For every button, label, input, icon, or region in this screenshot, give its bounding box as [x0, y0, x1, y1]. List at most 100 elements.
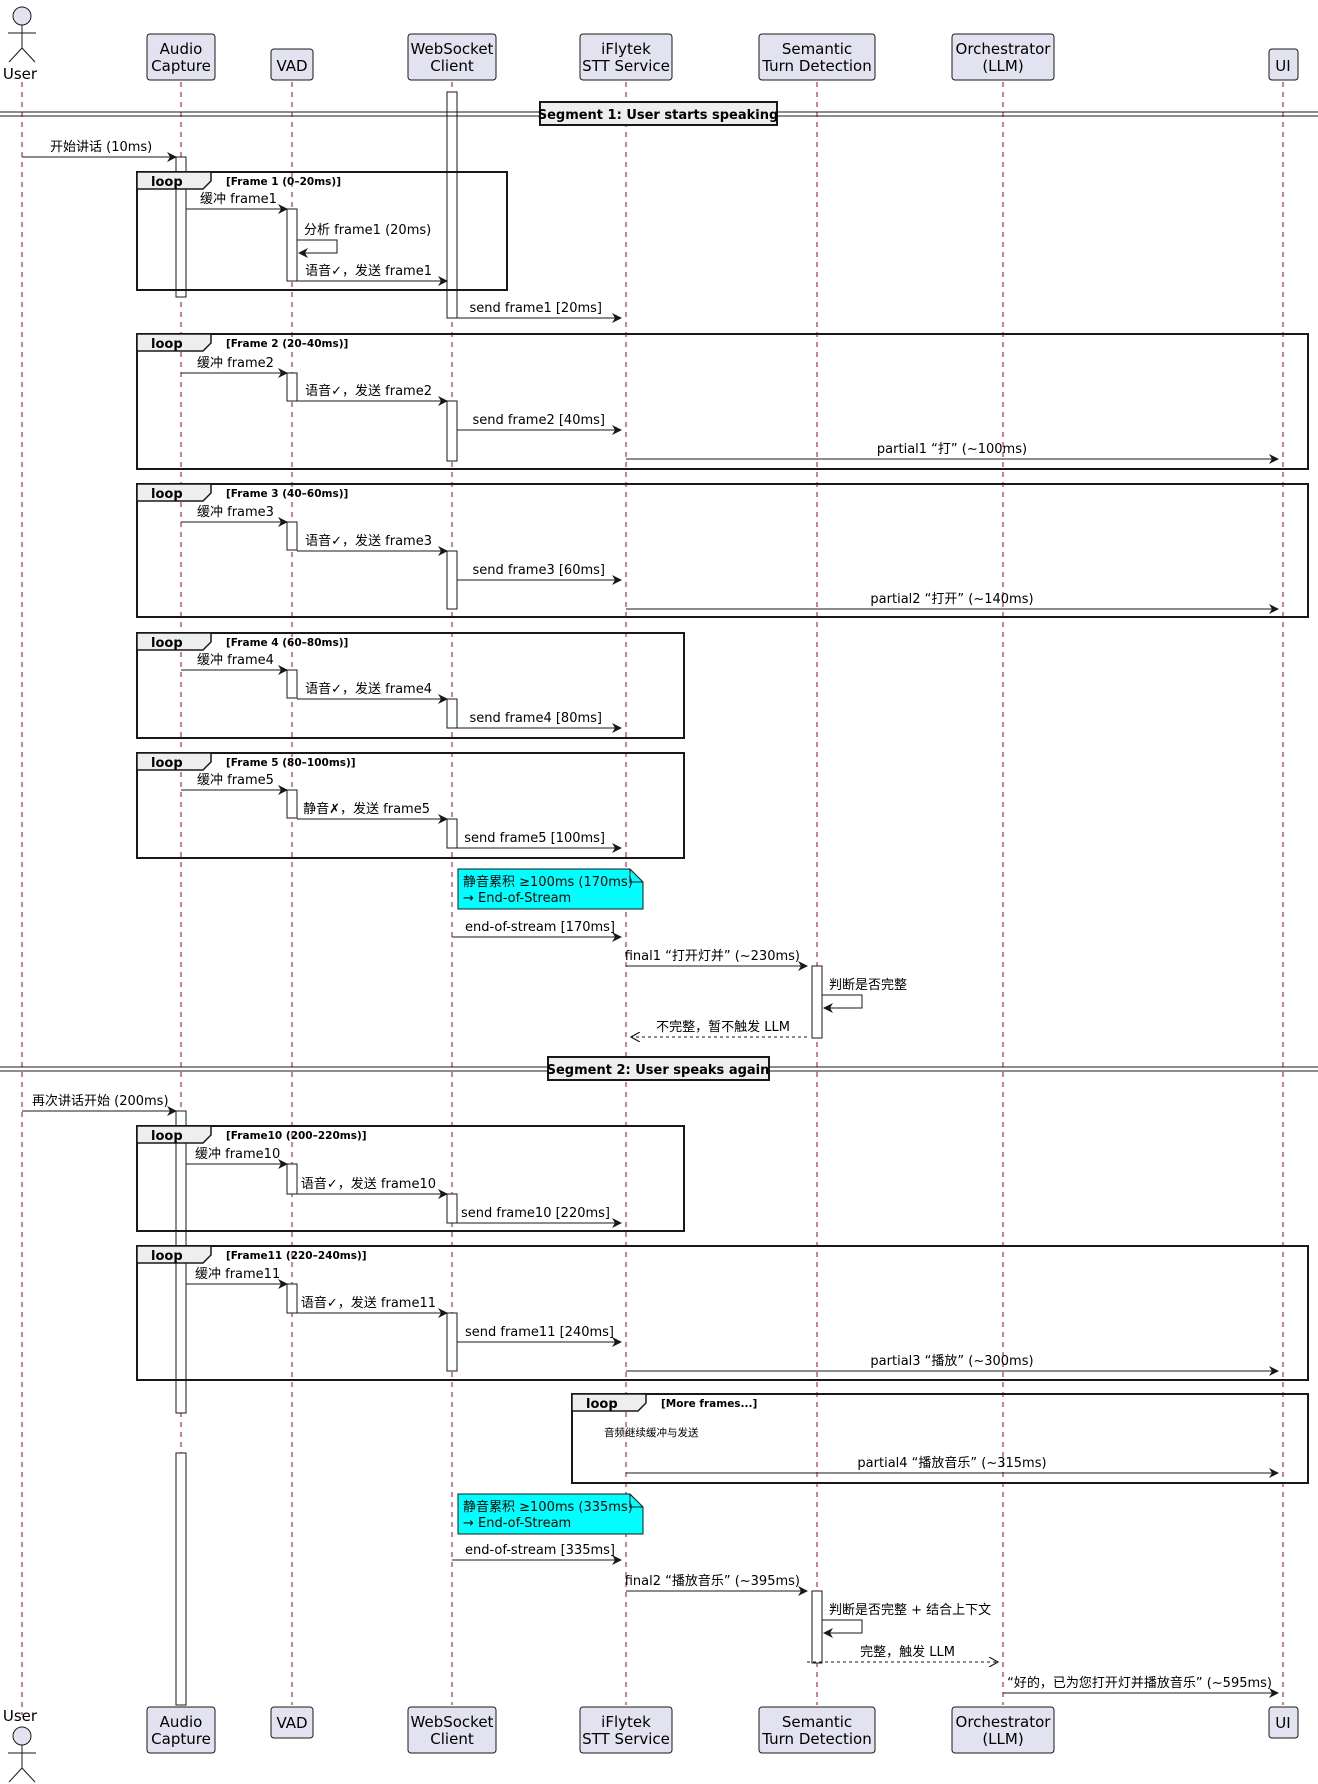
participant-user-bottom: User [3, 1707, 38, 1725]
message-label: 判断是否完整 [829, 978, 907, 993]
message-label: 语音✓，发送 frame4 [305, 681, 432, 697]
loop-keyword: loop [151, 175, 183, 190]
message-arrow: 完整，触发 LLM [807, 1644, 998, 1662]
message-label: send frame2 [40ms] [473, 413, 605, 428]
message-label: final1 “打开灯并” (~230ms) [625, 949, 800, 964]
message-label: 静音✗，发送 frame5 [303, 801, 430, 817]
message-label: send frame3 [60ms] [473, 563, 605, 578]
message-arrow: 缓冲 frame2 [181, 356, 288, 378]
message-arrow: end-of-stream [335ms] [452, 1543, 622, 1565]
message-label: 开始讲话 (10ms) [50, 140, 152, 155]
participant-ui-label: UI [1275, 1714, 1290, 1732]
message-arrow: 判断是否完整 + 结合上下文 [822, 1603, 991, 1638]
participant-stt-label: iFlytek [601, 40, 651, 58]
participant-vad-label: VAD [276, 57, 307, 75]
message-label: 完整，触发 LLM [860, 1644, 955, 1660]
loop-condition: [Frame11 (220–240ms)] [226, 1250, 367, 1262]
participant-vad-top [270, 48, 314, 81]
loop-condition: [Frame10 (200–220ms)] [226, 1130, 367, 1142]
participant-ws-label: WebSocket [411, 1713, 494, 1731]
loop-keyword: loop [586, 1397, 618, 1412]
message-arrow: partial2 “打开” (~140ms) [626, 592, 1279, 614]
message-arrow: partial3 “播放” (~300ms) [626, 1354, 1279, 1376]
activation-ws-5 [446, 818, 458, 849]
message-arrow: send frame3 [60ms] [457, 563, 622, 585]
participant-ws-label: Client [430, 1730, 474, 1748]
activation-vad-4 [286, 669, 298, 699]
message-arrow: send frame11 [240ms] [457, 1325, 622, 1347]
loop-condition: [Frame 3 (40–60ms)] [226, 488, 348, 500]
segment-divider-2: Segment 2: User speaks again [0, 1056, 1318, 1081]
activation-ws-11 [446, 1312, 458, 1372]
message-label: final2 “播放音乐” (~395ms) [625, 1573, 800, 1589]
note-text: → End-of-Stream [463, 1516, 571, 1531]
message-arrow: 语音✓，发送 frame1 [297, 263, 448, 286]
participant-ui-bottom [1268, 1706, 1299, 1739]
activation-ws-10 [446, 1193, 458, 1224]
loop-frame: loop [Frame 4 (60–80ms)] [136, 632, 685, 739]
participant-audio-top [146, 33, 216, 81]
messages: 开始讲话 (10ms) 缓冲 frame1 分析 frame1 (20ms) 语音✓，… [22, 140, 1279, 1698]
message-label: send frame10 [220ms] [461, 1206, 610, 1221]
message-arrow: 语音✓，发送 frame2 [297, 383, 448, 406]
message-label: partial4 “播放音乐” (~315ms) [857, 1455, 1046, 1471]
message-label: 再次讲话开始 (200ms) [32, 1093, 169, 1109]
notes: 静音累积 ≥100ms (170ms) → End-of-Stream 静音累积… [457, 868, 644, 1535]
message-label: 缓冲 frame1 [200, 192, 277, 207]
participant-audio-label: Capture [151, 57, 211, 75]
participant-sem-label: Turn Detection [761, 57, 871, 75]
message-arrow: send frame5 [100ms] [457, 831, 622, 853]
segment-2-label: Segment 2: User speaks again [547, 1063, 770, 1078]
message-label: send frame1 [20ms] [470, 301, 602, 316]
message-label: 语音✓，发送 frame1 [305, 263, 432, 279]
message-arrow: “好的，已为您打开灯并播放音乐” (~595ms) [1003, 1675, 1279, 1698]
participant-ws-bottom [407, 1706, 497, 1754]
activation-vad-2 [286, 372, 298, 402]
participant-sem-label: Turn Detection [761, 1730, 871, 1748]
message-label: 语音✓，发送 frame2 [305, 383, 432, 399]
participant-audio-label: Capture [151, 1730, 211, 1748]
message-arrow: 语音✓，发送 frame10 [297, 1176, 448, 1199]
participant-orch-label: (LLM) [982, 1730, 1023, 1748]
activation-audio-1 [175, 156, 187, 298]
note-eos-2: 静音累积 ≥100ms (335ms) → End-of-Stream [457, 1493, 644, 1535]
participant-stt-label: STT Service [582, 57, 670, 75]
message-arrow: send frame4 [80ms] [457, 711, 622, 733]
loop-frame: loop [Frame 2 (20–40ms)] [136, 333, 1309, 470]
message-arrow: 缓冲 frame11 [186, 1267, 288, 1289]
message-label: 判断是否完整 + 结合上下文 [829, 1603, 991, 1618]
activation-vad-3 [286, 521, 298, 551]
message-arrow: 缓冲 frame5 [181, 773, 288, 795]
message-label: 缓冲 frame4 [197, 653, 274, 668]
loop-frame: loop [Frame11 (220–240ms)] [136, 1245, 1309, 1381]
message-arrow: 缓冲 frame3 [181, 505, 288, 527]
activation-vad-11 [286, 1283, 298, 1314]
message-label: partial1 “打” (~100ms) [877, 442, 1027, 457]
participant-ws-label: Client [430, 57, 474, 75]
activation-vad-1 [286, 208, 298, 282]
loop-keyword: loop [151, 1129, 183, 1144]
participant-orch-label: (LLM) [982, 57, 1023, 75]
message-label: 分析 frame1 (20ms) [304, 223, 431, 238]
message-arrow: 开始讲话 (10ms) [22, 140, 177, 162]
participant-vad-label: VAD [276, 1714, 307, 1732]
message-arrow: 判断是否完整 [822, 978, 907, 1013]
loop-condition: [Frame 4 (60–80ms)] [226, 637, 348, 649]
message-arrow: send frame2 [40ms] [457, 413, 622, 435]
participant-orch-label: Orchestrator [956, 1713, 1052, 1731]
message-arrow: 缓冲 frame4 [181, 653, 288, 675]
message-arrow: final2 “播放音乐” (~395ms) [625, 1573, 808, 1596]
activation-audio-2b [175, 1452, 187, 1706]
note-text: → End-of-Stream [463, 891, 571, 906]
lifelines [21, 82, 1284, 1715]
message-arrow: end-of-stream [170ms] [452, 920, 622, 942]
message-arrow: send frame1 [20ms] [457, 301, 622, 323]
message-arrow: partial1 “打” (~100ms) [626, 442, 1279, 464]
loop-keyword: loop [151, 1249, 183, 1264]
message-arrow: 缓冲 frame1 [186, 192, 288, 214]
participant-stt-label: iFlytek [601, 1713, 651, 1731]
message-arrow: 语音✓，发送 frame4 [297, 681, 448, 704]
message-label: 缓冲 frame5 [197, 773, 274, 788]
loop-frame: loop [More frames...] 音频继续缓冲与发送 [571, 1393, 1309, 1484]
